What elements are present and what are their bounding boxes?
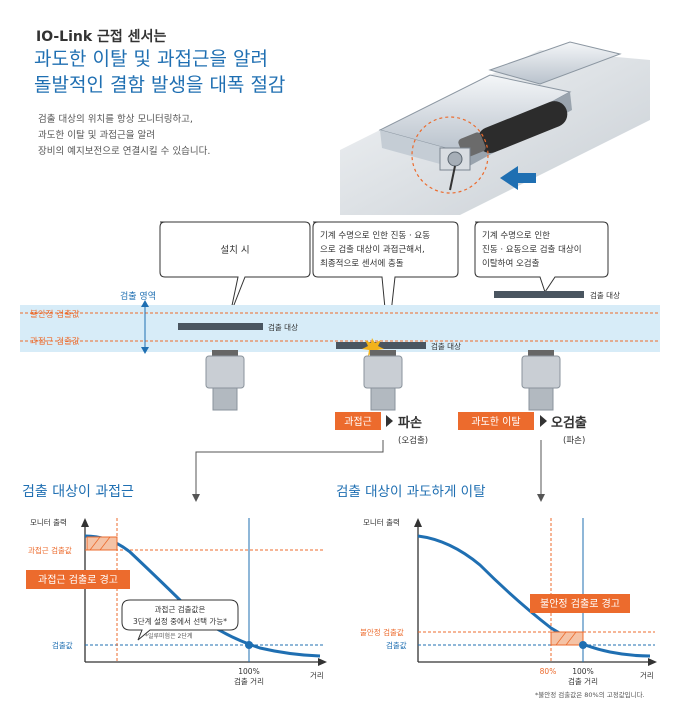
approach-tag-text: 과접근: [344, 416, 372, 428]
graph-left-x-mark-1: 100%: [238, 667, 259, 676]
graph-left-title: 검출 대상이 과접근: [22, 484, 134, 500]
graph-right-x-mark-1: 100%: [572, 667, 593, 676]
graph-right-y-axis: 모니터 출력: [363, 517, 400, 527]
sensor-icon: [521, 350, 561, 411]
target-departure: [494, 291, 584, 298]
graph-left-x-mark-2: 검출 거리: [234, 676, 264, 686]
graph-left-warning-region: [86, 536, 118, 551]
sensor-icon: [205, 350, 245, 411]
target-approach-label: 검출 대상: [431, 341, 461, 351]
graph-right-footnote: *불안정 검출값은 80%의 고정값입니다.: [535, 690, 645, 699]
zone-unstable-label: 불안정 검출값: [30, 309, 80, 320]
spark-icon: [362, 338, 384, 356]
callout-install-text: 설치 시: [220, 244, 249, 256]
graph-left-level-high: 과접근 검출값: [28, 545, 72, 555]
arrow-right-icon: [540, 415, 547, 427]
target-install: [178, 323, 263, 330]
graph-right-x-mark-2: 검출 거리: [568, 676, 598, 686]
departure-tag-text: 과도한 이탈: [471, 415, 520, 428]
callout-approach-line-1: 기계 수명으로 인한 진동 · 요동: [320, 230, 430, 241]
target-approach: [336, 342, 426, 349]
graph-left-bubble-line-1: 과접근 검출값은: [155, 604, 206, 614]
target-install-label: 검출 대상: [268, 322, 298, 332]
callout-departure-line-1: 기계 수명으로 인한: [482, 230, 550, 241]
graph-right-level-detect: 검출값: [386, 640, 407, 650]
callout-install: 설치 시: [159, 221, 311, 316]
arrow-left-icon: [500, 166, 536, 190]
description-line-3: 장비의 예지보전으로 연결시킬 수 있습니다.: [38, 146, 211, 157]
graph-left-bubble-line-2: 3단계 설정 중에서 선택 가능*: [133, 616, 227, 626]
machine-illustration: [340, 30, 650, 215]
callout-departure-line-3: 이탈하여 오검출: [482, 258, 540, 269]
zone-approach-label: 과접근 검출값: [30, 336, 80, 347]
graph-right-title: 검출 대상이 과도하게 이탈: [336, 484, 486, 500]
graph-left-alert-text: 과접근 검출로 경고: [38, 573, 118, 586]
headline-line-1: 과도한 이탈 및 과접근을 알려: [34, 48, 268, 70]
approach-sub: (오검출): [398, 435, 428, 446]
arrow-down-icon: [192, 494, 200, 502]
callout-approach-line-3: 최종적으로 센서에 충돌: [320, 258, 404, 269]
graph-right-level-unstable: 불안정 검출값: [360, 627, 404, 637]
target-departure-label: 검출 대상: [590, 290, 620, 300]
callout-approach-line-2: 으로 검출 대상이 과접근해서,: [320, 244, 425, 255]
graph-left-bubble: [121, 599, 239, 641]
arrow-right-icon: [386, 415, 393, 427]
description: 검출 대상의 위치를 항상 모니터링하고, 과도한 이탈 및 과접근을 알려 장…: [38, 112, 210, 160]
brand-heading: IO-Link 근접 센서는: [36, 29, 167, 45]
arrow-down-icon: [537, 494, 545, 502]
callout-departure-line-2: 진동 · 요동으로 검출 대상이: [482, 244, 582, 255]
graph-left-x-axis: 거리: [310, 671, 324, 680]
graph-right-x-mark-80: 80%: [540, 667, 557, 676]
graph-right-alert: [530, 594, 630, 613]
description-line-1: 검출 대상의 위치를 항상 모니터링하고,: [38, 114, 193, 125]
graph-left-level-detect: 검출값: [52, 640, 73, 650]
departure-result: 오검출: [551, 415, 587, 431]
departure-sub: (파손): [563, 436, 585, 446]
departure-tag: [458, 412, 534, 430]
graph-left-alert: [26, 570, 130, 589]
graph-left-y-axis: 모니터 출력: [30, 517, 67, 527]
approach-tag: [335, 412, 381, 430]
sensor-icon: [363, 350, 403, 411]
approach-result: 파손: [398, 416, 422, 431]
graph-right-x-axis: 거리: [640, 671, 654, 680]
zone-area-label: 검출 영역: [120, 290, 156, 302]
description-line-2: 과도한 이탈 및 과접근을 알려: [38, 130, 155, 141]
graph-left-bubble-note: *일루미험은 2단계: [145, 632, 192, 640]
callout-departure: 기계 수명으로 인한 진동 · 요동으로 검출 대상이 이탈하여 오검출: [474, 221, 609, 294]
headline: 과도한 이탈 및 과접근을 알려 돌발적인 결함 발생을 대폭 절감: [34, 46, 285, 98]
headline-line-2: 돌발적인 결함 발생을 대폭 절감: [34, 74, 286, 96]
graph-right-alert-text: 불안정 검출로 경고: [540, 597, 620, 610]
